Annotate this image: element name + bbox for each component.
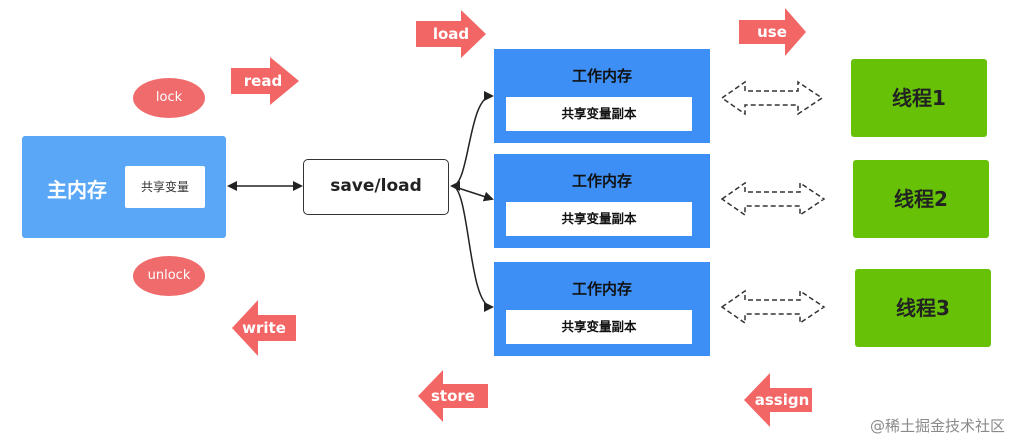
read-arrow (231, 57, 299, 105)
write-arrow (232, 300, 296, 356)
work-memory-title: 工作内存 (571, 67, 632, 85)
thread-2: 线程2 (853, 160, 989, 238)
shared-variable-copy: 共享变量副本 (506, 310, 692, 344)
watermark: @稀土掘金技术社区 (869, 417, 1005, 435)
thread-1: 线程1 (851, 59, 987, 137)
shared-variable-copy: 共享变量副本 (506, 97, 692, 131)
work-memory-title: 工作内存 (571, 172, 632, 190)
store-arrow (418, 370, 488, 422)
load-label: load (432, 25, 470, 43)
unlock-ellipse: unlock (133, 256, 205, 296)
main-memory-title: 主内存 (47, 178, 107, 202)
read-label: read (243, 72, 283, 90)
use-arrow (739, 8, 806, 56)
save-load-box: save/load (303, 159, 449, 215)
dashed-double-arrow-3 (720, 289, 826, 325)
lock-ellipse: lock (133, 78, 205, 118)
work-memory-1: 工作内存 共享变量副本 (494, 49, 710, 143)
work-memory-2: 工作内存 共享变量副本 (494, 154, 710, 248)
load-arrow (416, 10, 486, 58)
shared-variable-box: 共享变量 (125, 166, 205, 208)
write-label: write (242, 319, 286, 337)
main-memory-box: 主内存 共享变量 (22, 136, 226, 238)
work-memory-title: 工作内存 (571, 280, 632, 298)
assign-label: assign (754, 391, 810, 409)
dashed-double-arrow-2 (720, 181, 826, 217)
saveload-work2-connector (451, 185, 494, 202)
assign-arrow (744, 373, 812, 427)
use-label: use (757, 23, 787, 41)
saveload-work1-connector (450, 91, 494, 191)
thread-3: 线程3 (855, 269, 991, 347)
saveload-work3-connector (451, 185, 494, 312)
dashed-double-arrow-1 (720, 80, 824, 116)
work-memory-3: 工作内存 共享变量副本 (494, 262, 710, 356)
store-label: store (431, 387, 475, 405)
shared-variable-copy: 共享变量副本 (506, 202, 692, 236)
